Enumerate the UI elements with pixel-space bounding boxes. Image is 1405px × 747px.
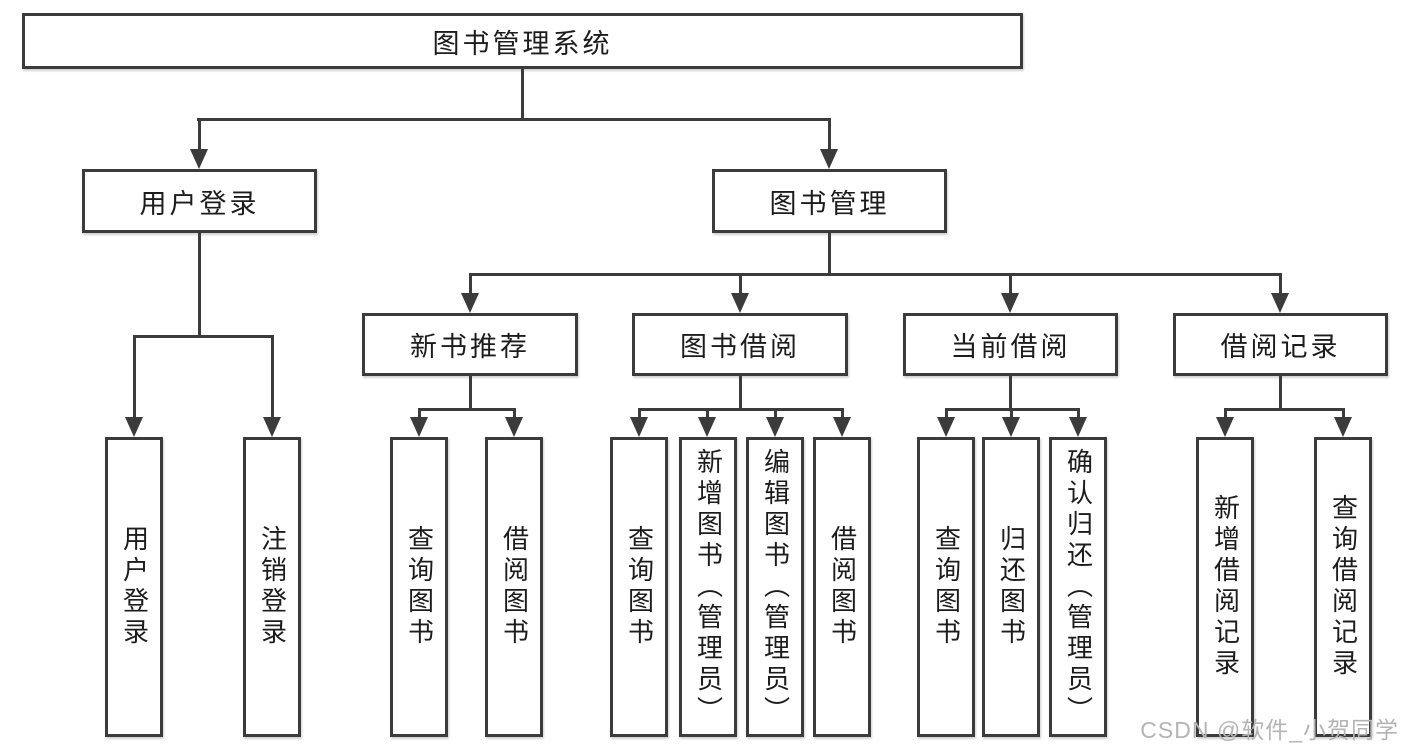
node-label: 查询图书 (931, 525, 962, 649)
leaf-return-book: 归还图书 (982, 437, 1040, 737)
node-label: 查询图书 (624, 525, 655, 649)
node-current-borrowing: 当前借阅 (903, 313, 1118, 376)
arrow-down-icon (820, 149, 838, 169)
node-label: 借阅图书 (827, 525, 858, 649)
node-label: 新书推荐 (410, 332, 530, 362)
edge-line (418, 408, 421, 419)
edge-line (706, 408, 709, 419)
edge-line (638, 408, 844, 411)
arrow-down-icon (1334, 417, 1352, 437)
edge-line (1279, 376, 1282, 411)
arrow-down-icon (1069, 417, 1087, 437)
node-label: 查询借阅记录 (1328, 494, 1359, 680)
edge-line (1224, 408, 1227, 419)
edge-line (638, 408, 641, 419)
node-label: 注销登录 (257, 525, 288, 649)
edge-line (271, 335, 274, 417)
node-user-login: 用户登录 (82, 169, 317, 233)
node-label: 借阅记录 (1220, 332, 1341, 362)
arrow-down-icon (1001, 293, 1019, 313)
node-label: 借阅图书 (499, 525, 530, 649)
edge-line (198, 120, 201, 149)
arrow-down-icon (125, 417, 143, 437)
edge-line (828, 120, 831, 149)
node-label: 查询图书 (404, 525, 435, 649)
edge-line (469, 273, 1282, 276)
node-book-management: 图书管理 (712, 169, 947, 233)
edge-line (1224, 408, 1344, 411)
arrow-down-icon (731, 293, 749, 313)
edge-line (1009, 376, 1012, 411)
arrow-down-icon (461, 293, 479, 313)
arrow-down-icon (766, 417, 784, 437)
leaf-query-borrow-record: 查询借阅记录 (1314, 437, 1372, 737)
edge-line (1342, 408, 1345, 419)
leaf-query-book-borrowing: 查询图书 (610, 437, 668, 737)
arrow-down-icon (190, 149, 208, 169)
edge-line (469, 376, 472, 411)
node-label: 图书借阅 (680, 332, 800, 362)
node-borrow-records: 借阅记录 (1173, 313, 1388, 376)
arrow-down-icon (505, 417, 523, 437)
leaf-add-book-admin: 新增图书（管理员） (679, 437, 737, 737)
arrow-down-icon (698, 417, 716, 437)
edge-line (513, 408, 516, 419)
node-book-borrowing: 图书借阅 (632, 313, 848, 376)
arrow-down-icon (833, 417, 851, 437)
leaf-user-login: 用户登录 (105, 437, 163, 737)
node-label: 新增图书（管理员） (693, 447, 724, 727)
edge-line (521, 66, 524, 120)
arrow-down-icon (1271, 293, 1289, 313)
node-label: 归还图书 (996, 525, 1027, 649)
node-label: 新增借阅记录 (1210, 494, 1241, 680)
arrow-down-icon (630, 417, 648, 437)
leaf-edit-book-admin: 编辑图书（管理员） (746, 437, 804, 737)
edge-line (133, 335, 274, 338)
arrow-down-icon (410, 417, 428, 437)
edge-line (841, 408, 844, 419)
edge-line (739, 376, 742, 411)
leaf-borrow-book-newbook: 借阅图书 (485, 437, 543, 737)
edge-line (774, 408, 777, 419)
arrow-down-icon (937, 417, 955, 437)
arrow-down-icon (1216, 417, 1234, 437)
leaf-add-borrow-record: 新增借阅记录 (1196, 437, 1254, 737)
leaf-confirm-return-admin: 确认归还（管理员） (1049, 437, 1107, 737)
edge-line (828, 233, 831, 276)
edge-line (469, 273, 472, 294)
csdn-watermark: CSDN @软件_小贺同学 (1140, 717, 1399, 743)
node-root-system: 图书管理系统 (22, 13, 1023, 69)
edge-line (1077, 408, 1080, 419)
edge-line (945, 408, 948, 419)
edge-line (739, 273, 742, 294)
arrow-down-icon (263, 417, 281, 437)
node-label: 用户登录 (139, 188, 260, 219)
edge-line (1279, 273, 1282, 294)
edge-line (418, 408, 516, 411)
node-label: 当前借阅 (950, 332, 1071, 362)
edge-line (198, 233, 201, 338)
leaf-borrow-book: 借阅图书 (813, 437, 871, 737)
node-label: 确认归还（管理员） (1063, 447, 1094, 727)
edge-line (1009, 273, 1012, 294)
edge-line (1010, 408, 1013, 419)
node-label: 图书管理 (769, 188, 890, 219)
leaf-query-book-newbook: 查询图书 (390, 437, 448, 737)
edge-line (133, 335, 136, 417)
leaf-logout: 注销登录 (243, 437, 301, 737)
node-label: 编辑图书（管理员） (760, 447, 791, 727)
node-label: 用户登录 (119, 525, 150, 649)
arrow-down-icon (1002, 417, 1020, 437)
node-label: 图书管理系统 (432, 28, 613, 59)
leaf-query-book-current: 查询图书 (917, 437, 975, 737)
node-new-book-recommend: 新书推荐 (362, 313, 578, 376)
edge-line (197, 118, 831, 121)
